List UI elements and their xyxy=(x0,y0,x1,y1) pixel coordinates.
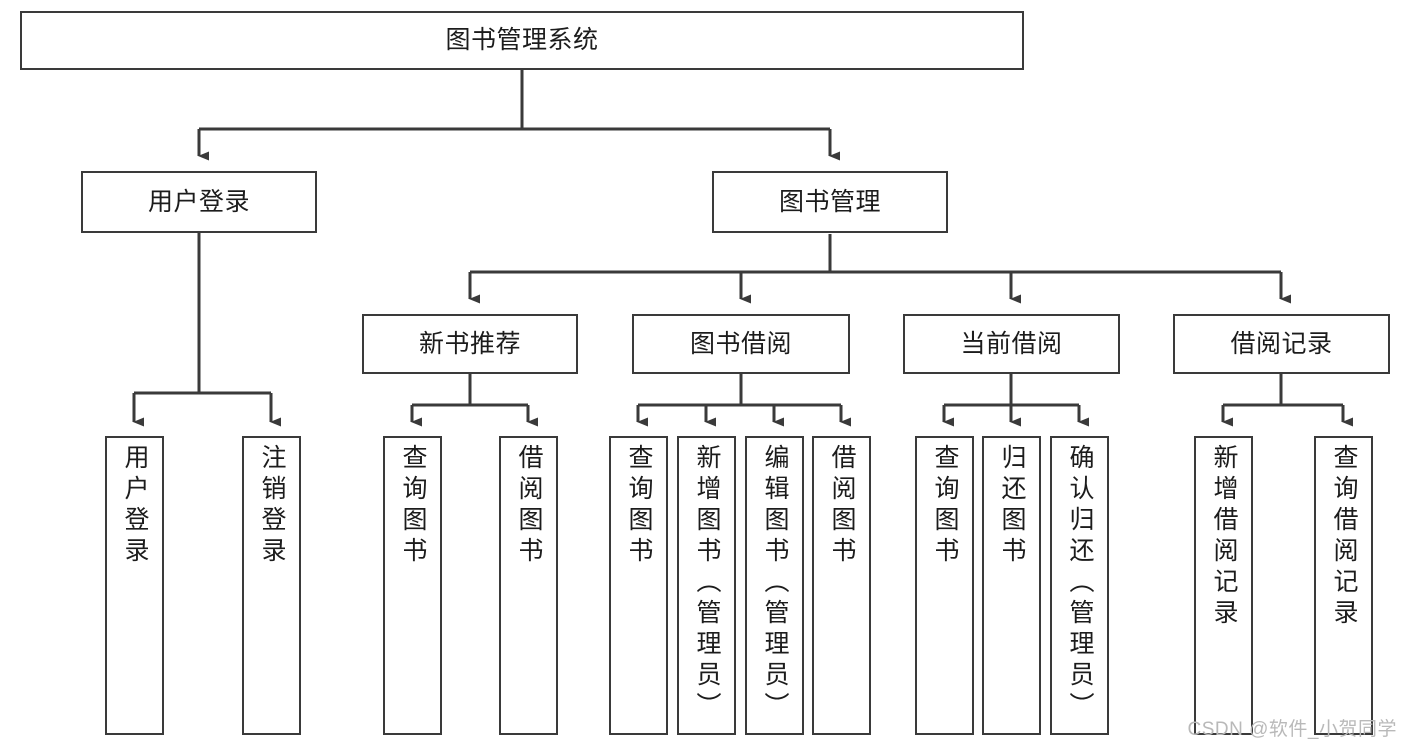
leaf-logout-login[interactable]: 注销登录 xyxy=(242,436,301,735)
node-label: 图书管理系统 xyxy=(445,26,599,54)
node-label: 当前借阅 xyxy=(960,329,1063,358)
node-label: 查询图书 xyxy=(931,444,959,568)
node-label: 编辑图书（管理员） xyxy=(761,444,789,723)
node-current-borrow[interactable]: 当前借阅 xyxy=(903,314,1120,374)
node-new-book-recommend[interactable]: 新书推荐 xyxy=(362,314,578,374)
leaf-add-borrow-record[interactable]: 新增借阅记录 xyxy=(1194,436,1253,735)
leaf-query-borrow-record[interactable]: 查询借阅记录 xyxy=(1314,436,1373,735)
leaf-return-book[interactable]: 归还图书 xyxy=(982,436,1041,735)
node-label: 新增图书（管理员） xyxy=(693,444,721,723)
node-borrow-record[interactable]: 借阅记录 xyxy=(1173,314,1390,374)
leaf-borrow-book-recommend[interactable]: 借阅图书 xyxy=(499,436,558,735)
node-label: 图书管理 xyxy=(778,187,881,216)
node-root-system[interactable]: 图书管理系统 xyxy=(20,11,1024,70)
node-label: 用户登录 xyxy=(147,187,250,216)
node-book-borrow[interactable]: 图书借阅 xyxy=(632,314,850,374)
node-label: 图书借阅 xyxy=(689,329,792,358)
node-label: 借阅记录 xyxy=(1230,329,1333,358)
leaf-edit-book-admin[interactable]: 编辑图书（管理员） xyxy=(745,436,804,735)
node-label: 归还图书 xyxy=(998,444,1026,568)
leaf-query-book-borrow[interactable]: 查询图书 xyxy=(609,436,668,735)
node-label: 借阅图书 xyxy=(828,444,856,568)
node-book-management[interactable]: 图书管理 xyxy=(712,171,948,233)
node-label: 新书推荐 xyxy=(418,329,521,358)
node-label: 注销登录 xyxy=(258,444,286,568)
node-user-login[interactable]: 用户登录 xyxy=(81,171,317,233)
leaf-user-login[interactable]: 用户登录 xyxy=(105,436,164,735)
leaf-borrow-book[interactable]: 借阅图书 xyxy=(812,436,871,735)
leaf-query-book-current[interactable]: 查询图书 xyxy=(915,436,974,735)
node-label: 查询借阅记录 xyxy=(1330,444,1358,630)
node-label: 借阅图书 xyxy=(515,444,543,568)
node-label: 确认归还（管理员） xyxy=(1066,444,1094,723)
node-label: 查询图书 xyxy=(625,444,653,568)
node-label: 用户登录 xyxy=(121,444,149,568)
node-label: 查询图书 xyxy=(399,444,427,568)
leaf-confirm-return-admin[interactable]: 确认归还（管理员） xyxy=(1050,436,1109,735)
leaf-add-book-admin[interactable]: 新增图书（管理员） xyxy=(677,436,736,735)
leaf-query-book-recommend[interactable]: 查询图书 xyxy=(383,436,442,735)
node-label: 新增借阅记录 xyxy=(1210,444,1238,630)
